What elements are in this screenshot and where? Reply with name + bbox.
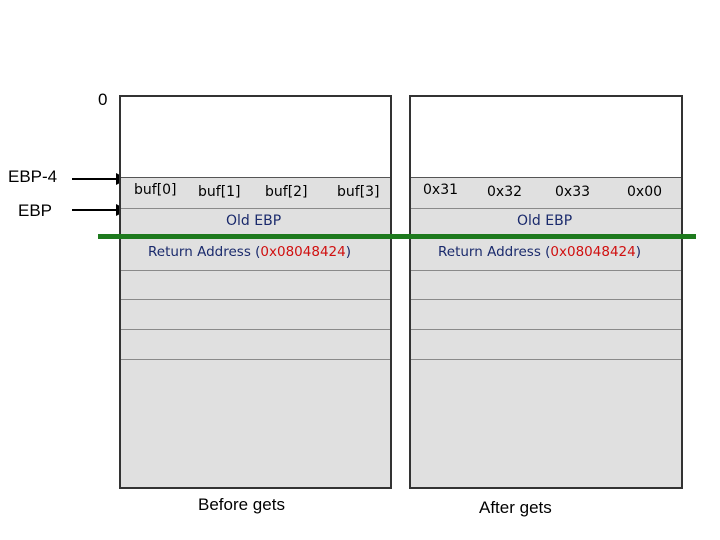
row-divider [121, 177, 390, 178]
row-divider [411, 359, 681, 360]
buf-cell-0: buf[0] [134, 182, 177, 198]
return-address-prefix: Return Address ( [148, 244, 261, 260]
row-divider [411, 270, 681, 271]
unused-stack-area-before [121, 97, 390, 177]
old-ebp-label-before: Old EBP [226, 213, 282, 229]
row-divider [411, 208, 681, 209]
byte-cell-1: 0x32 [487, 184, 523, 200]
return-address-suffix: ) [635, 244, 641, 260]
buf-cell-2: buf[2] [265, 184, 308, 200]
stack-frame-after [409, 95, 683, 489]
buf-cell-3: buf[3] [337, 184, 380, 200]
return-address-prefix: Return Address ( [438, 244, 551, 260]
byte-cell-2: 0x33 [555, 184, 591, 200]
return-address-hex: 0x08048424 [550, 244, 636, 260]
return-address-after: Return Address (0x08048424) [438, 244, 641, 260]
return-address-suffix: ) [345, 244, 351, 260]
old-ebp-label-after: Old EBP [517, 213, 573, 229]
caption-before: Before gets [198, 495, 285, 514]
row-divider [121, 270, 390, 271]
ebp-label: EBP [18, 201, 53, 220]
return-address-before: Return Address (0x08048424) [148, 244, 351, 260]
byte-cell-0: 0x31 [423, 182, 459, 198]
unused-stack-area-after [411, 97, 681, 177]
row-divider [121, 359, 390, 360]
stack-boundary-line [98, 234, 696, 239]
row-divider [121, 208, 390, 209]
buf-cell-1: buf[1] [198, 184, 241, 200]
caption-after: After gets [479, 498, 552, 517]
row-divider [411, 329, 681, 330]
return-address-hex: 0x08048424 [260, 244, 346, 260]
stack-frame-before [119, 95, 392, 489]
row-divider [411, 177, 681, 178]
byte-cell-3: 0x00 [627, 184, 663, 200]
row-divider [121, 329, 390, 330]
address-zero-label: 0 [98, 90, 108, 109]
ebp-minus-4-label: EBP-4 [8, 167, 58, 186]
row-divider [411, 299, 681, 300]
row-divider [121, 299, 390, 300]
